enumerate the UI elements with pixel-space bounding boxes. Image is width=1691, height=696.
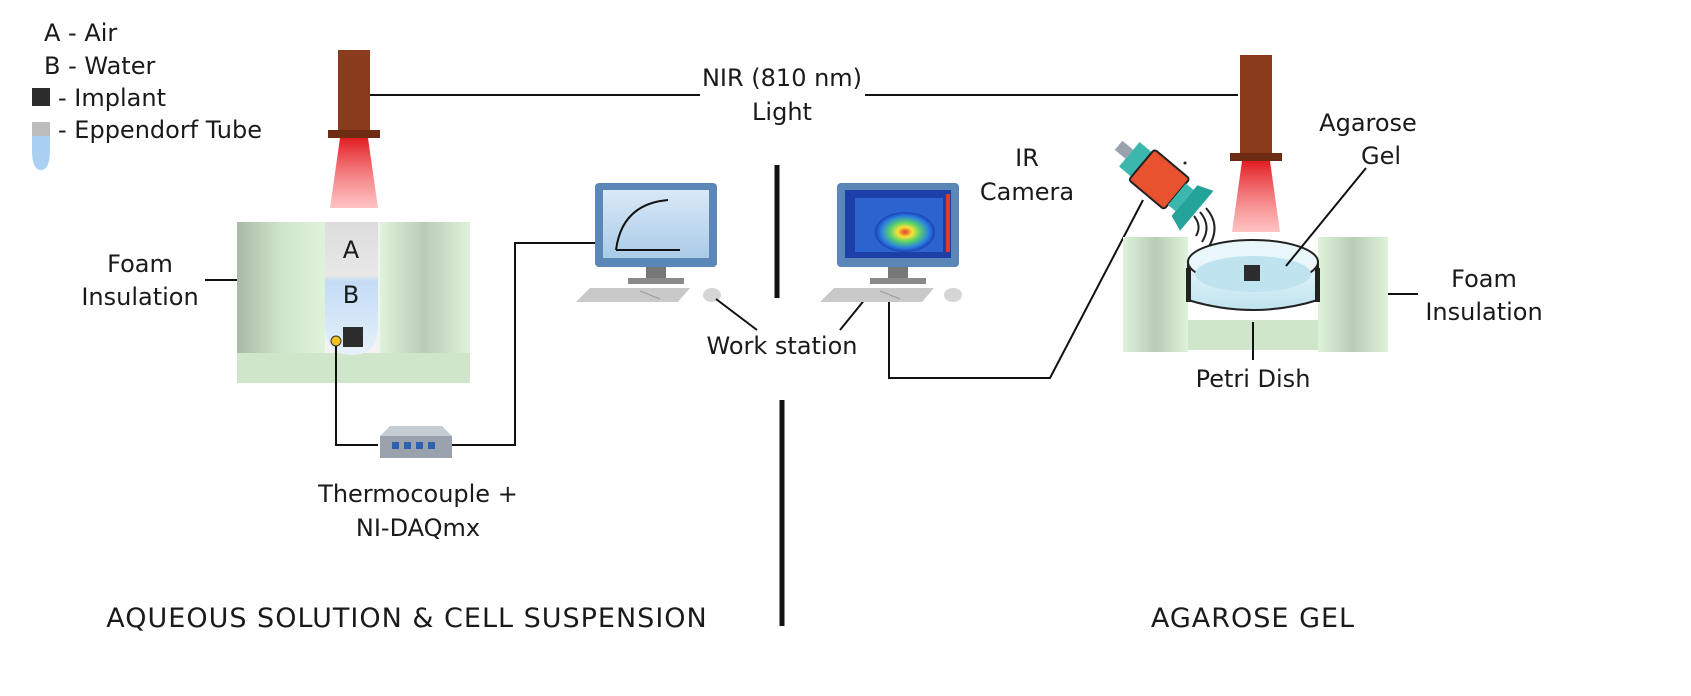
eppendorf-tube-icon <box>32 122 50 170</box>
svg-text:Foam: Foam <box>107 250 173 278</box>
nir-light-connector: NIR (810 nm) Light <box>370 64 1238 126</box>
right-laser <box>1230 55 1282 232</box>
legend-eppendorf: - Eppendorf Tube <box>58 116 262 144</box>
tube-water-label: B <box>343 281 359 309</box>
thermocouple-tip <box>330 335 342 347</box>
left-laser-beam <box>330 138 378 208</box>
agarose-gel-label: Agarose Gel <box>1285 109 1417 267</box>
svg-text:Gel: Gel <box>1361 142 1401 170</box>
svg-text:Insulation: Insulation <box>1425 298 1542 326</box>
svg-text:Work station: Work station <box>707 332 858 360</box>
svg-text:Petri Dish: Petri Dish <box>1196 365 1311 393</box>
legend-air: A - Air <box>44 19 117 47</box>
implant <box>343 327 363 347</box>
ir-camera-icon <box>1114 140 1216 249</box>
right-foam-label: Foam Insulation <box>1388 265 1543 326</box>
legend: A - Air B - Water - Implant - Eppendorf … <box>32 19 262 170</box>
thermal-image-icon <box>875 212 935 252</box>
petri-dish <box>1186 239 1320 311</box>
left-monitor <box>595 183 717 284</box>
daq-label: Thermocouple + NI-DAQmx <box>317 480 518 542</box>
eppendorf-tube: A B <box>325 222 378 355</box>
right-mouse-icon <box>944 288 962 302</box>
workstation-label: Work station <box>707 297 867 360</box>
gel-implant <box>1244 265 1260 281</box>
petri-dish-label: Petri Dish <box>1196 322 1311 393</box>
left-foam-label: Foam Insulation <box>81 250 237 311</box>
svg-text:Camera: Camera <box>980 178 1074 206</box>
right-monitor <box>837 183 959 284</box>
nir-label-line2: Light <box>752 98 812 126</box>
svg-text:Thermocouple +: Thermocouple + <box>317 480 518 508</box>
right-laser-beam <box>1232 161 1280 232</box>
right-section-title: AGAROSE GEL <box>1151 603 1355 634</box>
ir-camera-label: IR Camera <box>980 144 1074 206</box>
svg-text:Agarose: Agarose <box>1319 109 1417 137</box>
left-keyboard-icon <box>576 288 690 302</box>
svg-text:NI-DAQmx: NI-DAQmx <box>356 514 480 542</box>
svg-text:Insulation: Insulation <box>81 283 198 311</box>
left-laser <box>328 50 380 208</box>
legend-implant: - Implant <box>58 84 166 112</box>
tube-air-label: A <box>343 236 360 264</box>
svg-text:Foam: Foam <box>1451 265 1517 293</box>
legend-water: B - Water <box>44 52 155 80</box>
daq-device <box>380 426 452 458</box>
left-section-title: AQUEOUS SOLUTION & CELL SUSPENSION <box>106 603 708 634</box>
nir-label-line1: NIR (810 nm) <box>702 64 862 92</box>
svg-text:IR: IR <box>1015 144 1039 172</box>
right-keyboard-icon <box>820 288 934 302</box>
temperature-curve-icon <box>615 199 669 251</box>
implant-swatch-icon <box>32 88 50 106</box>
